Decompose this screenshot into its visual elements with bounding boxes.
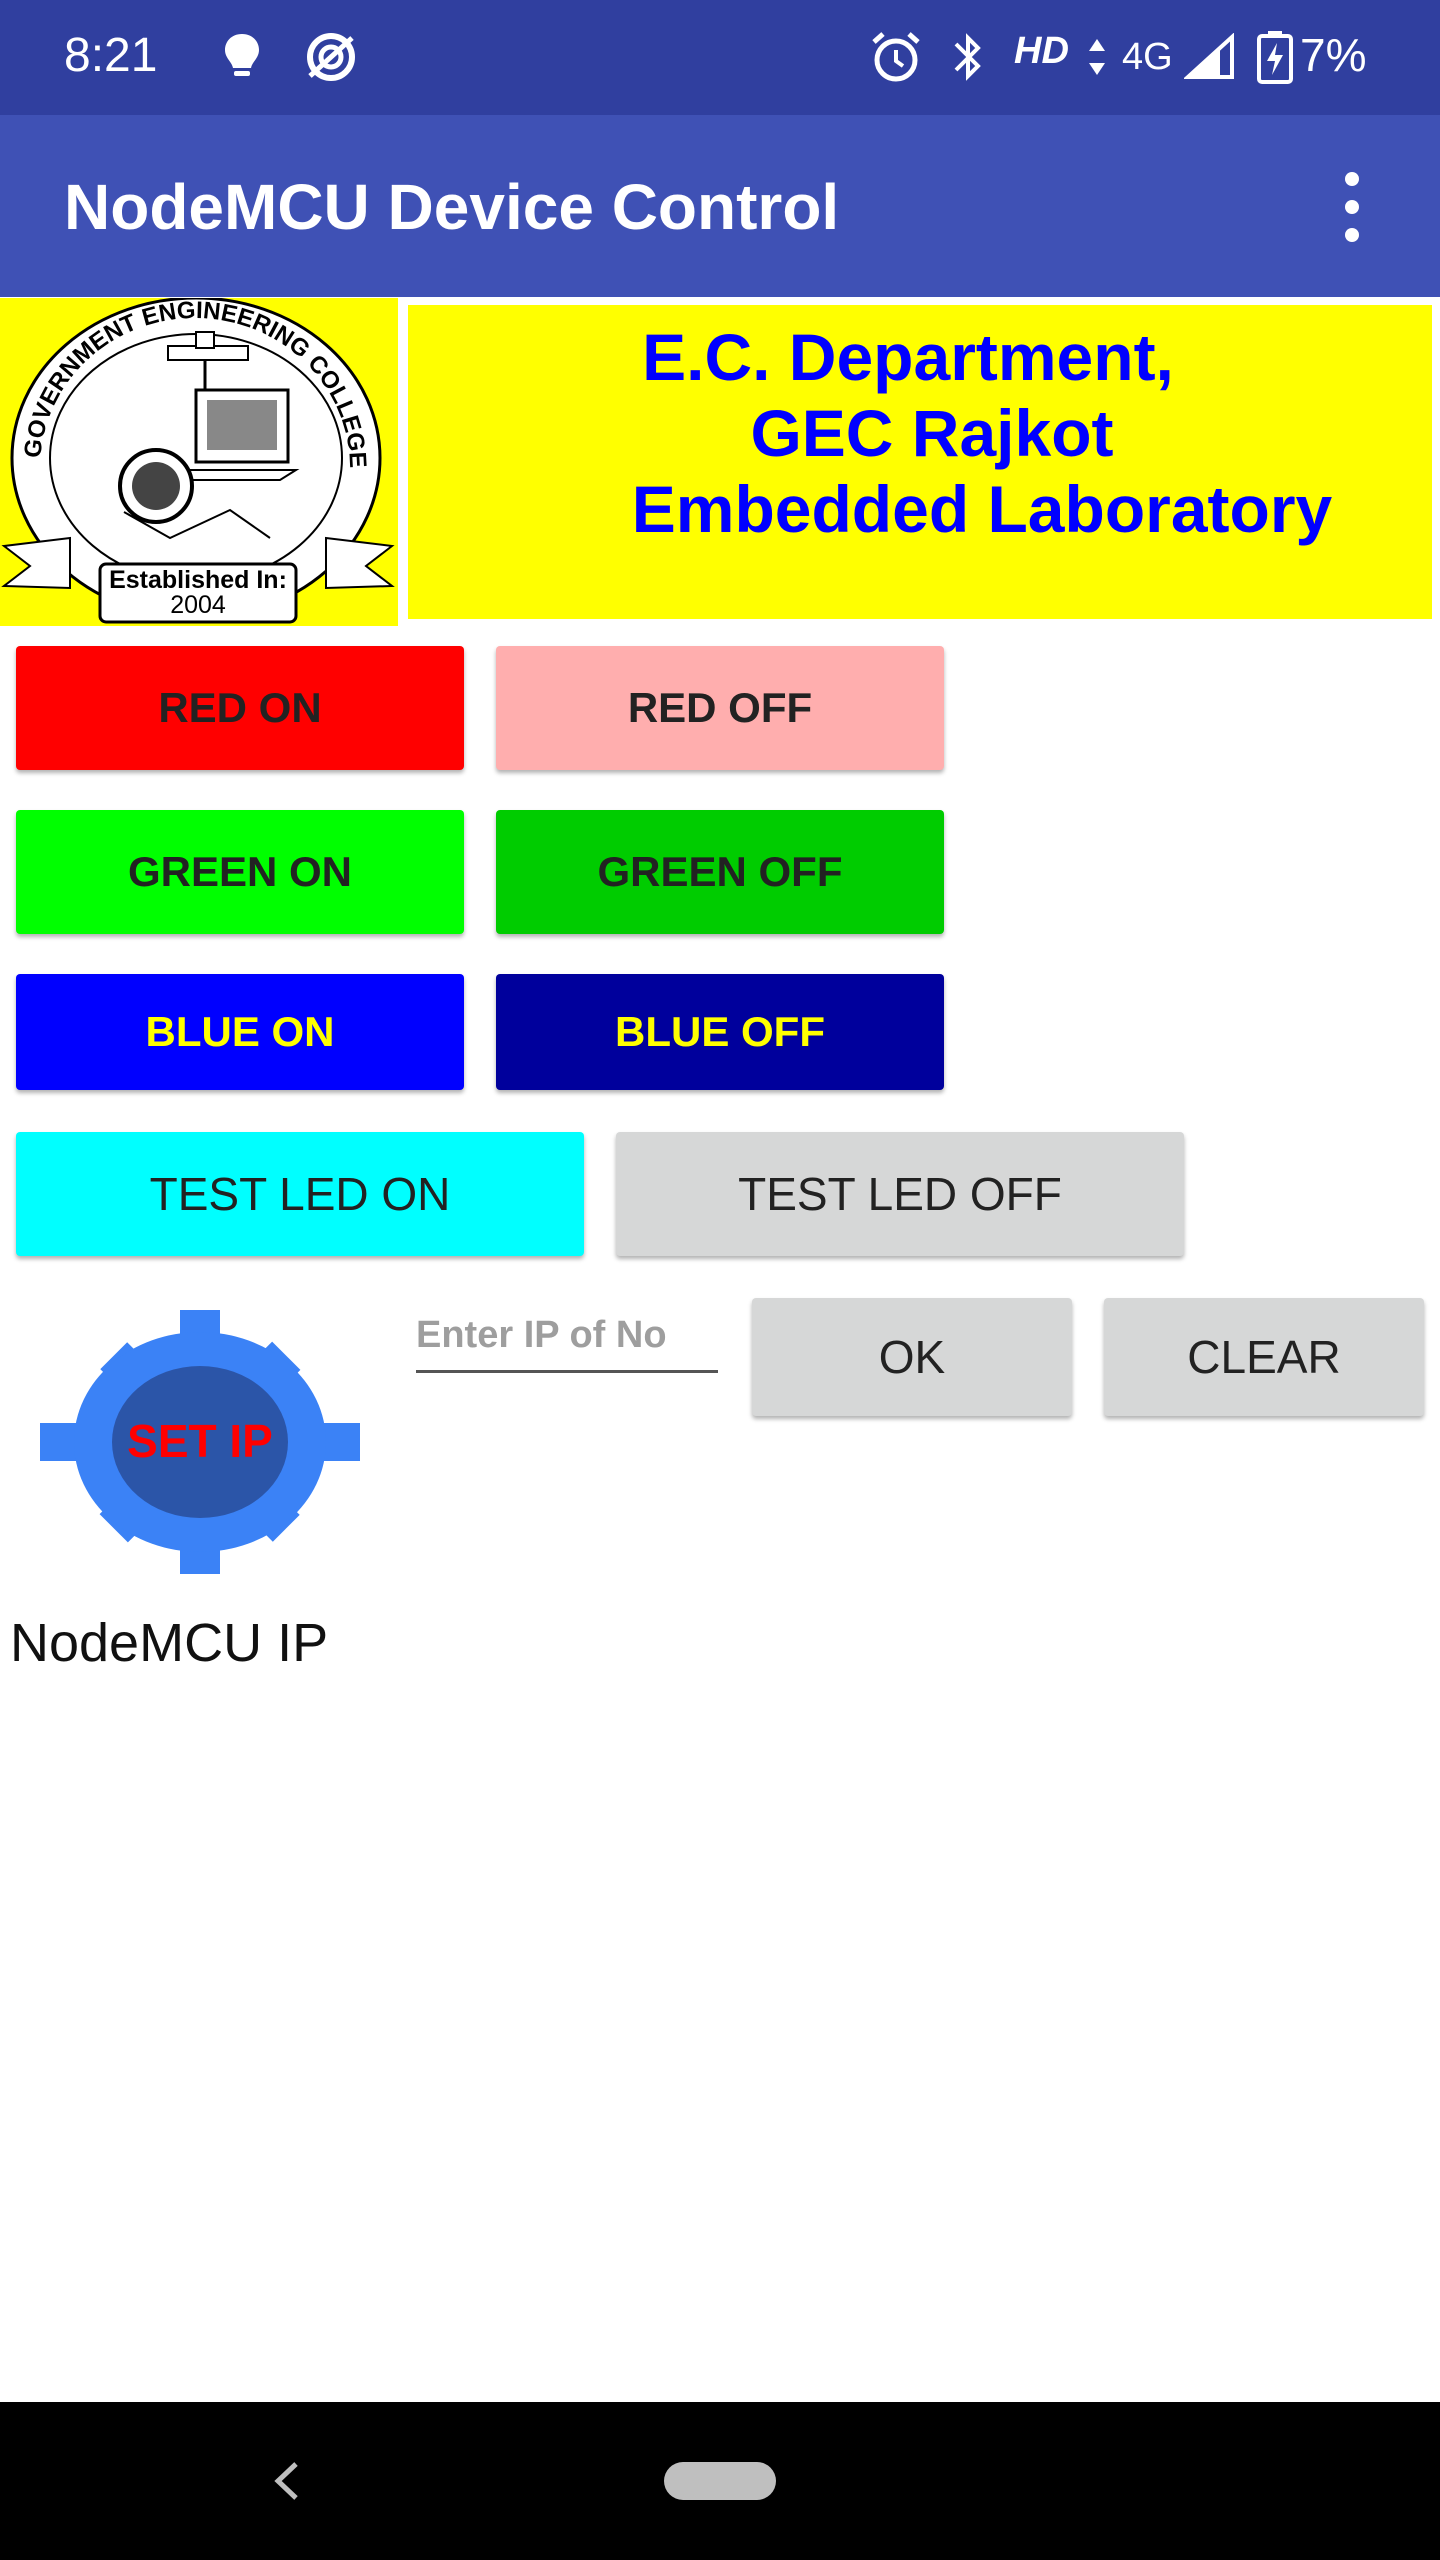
hotspot-icon [300, 30, 362, 84]
back-icon[interactable] [256, 2446, 316, 2516]
home-pill-icon[interactable] [664, 2462, 776, 2500]
blue-on-button[interactable]: BLUE ON [16, 974, 464, 1090]
banner-line-1: E.C. Department, [642, 320, 1174, 394]
college-logo: GOVERNMENT ENGINEERING COLLEGE RAJKOT Es… [0, 277, 398, 626]
banner-line-2: GEC Rajkot [750, 396, 1114, 470]
network-type: 4G [1122, 36, 1173, 78]
test-led-on-button[interactable]: TEST LED ON [16, 1132, 584, 1256]
set-ip-label: SET IP [127, 1415, 273, 1467]
battery-percentage: 7% [1300, 29, 1367, 81]
ok-button[interactable]: OK [752, 1298, 1072, 1416]
ip-address-input[interactable] [416, 1300, 718, 1373]
logo-established-year: 2004 [170, 591, 226, 619]
app-title: NodeMCU Device Control [64, 171, 840, 243]
department-banner: E.C. Department, GEC Rajkot Embedded Lab… [408, 305, 1432, 619]
signal-icon [1184, 30, 1236, 84]
banner-line-3: Embedded Laboratory [631, 472, 1333, 546]
data-arrows-icon [1086, 30, 1108, 84]
app-bar [0, 115, 1440, 297]
nodemcu-ip-caption: NodeMCU IP [10, 1613, 329, 1673]
lightbulb-icon [222, 30, 262, 84]
overflow-menu-icon[interactable] [1328, 172, 1376, 242]
test-led-off-button[interactable]: TEST LED OFF [616, 1132, 1184, 1256]
red-on-button[interactable]: RED ON [16, 646, 464, 770]
set-ip-gear-button[interactable]: SET IP [40, 1310, 360, 1574]
battery-charging-icon [1256, 30, 1294, 84]
blue-off-button[interactable]: BLUE OFF [496, 974, 944, 1090]
hd-indicator: HD [1014, 30, 1069, 72]
red-off-button[interactable]: RED OFF [496, 646, 944, 770]
logo-established-label: Established In: [109, 566, 287, 594]
status-time: 8:21 [64, 29, 158, 82]
bluetooth-icon [950, 30, 986, 84]
green-on-button[interactable]: GREEN ON [16, 810, 464, 934]
clear-button[interactable]: CLEAR [1104, 1298, 1424, 1416]
alarm-icon [868, 30, 924, 84]
green-off-button[interactable]: GREEN OFF [496, 810, 944, 934]
